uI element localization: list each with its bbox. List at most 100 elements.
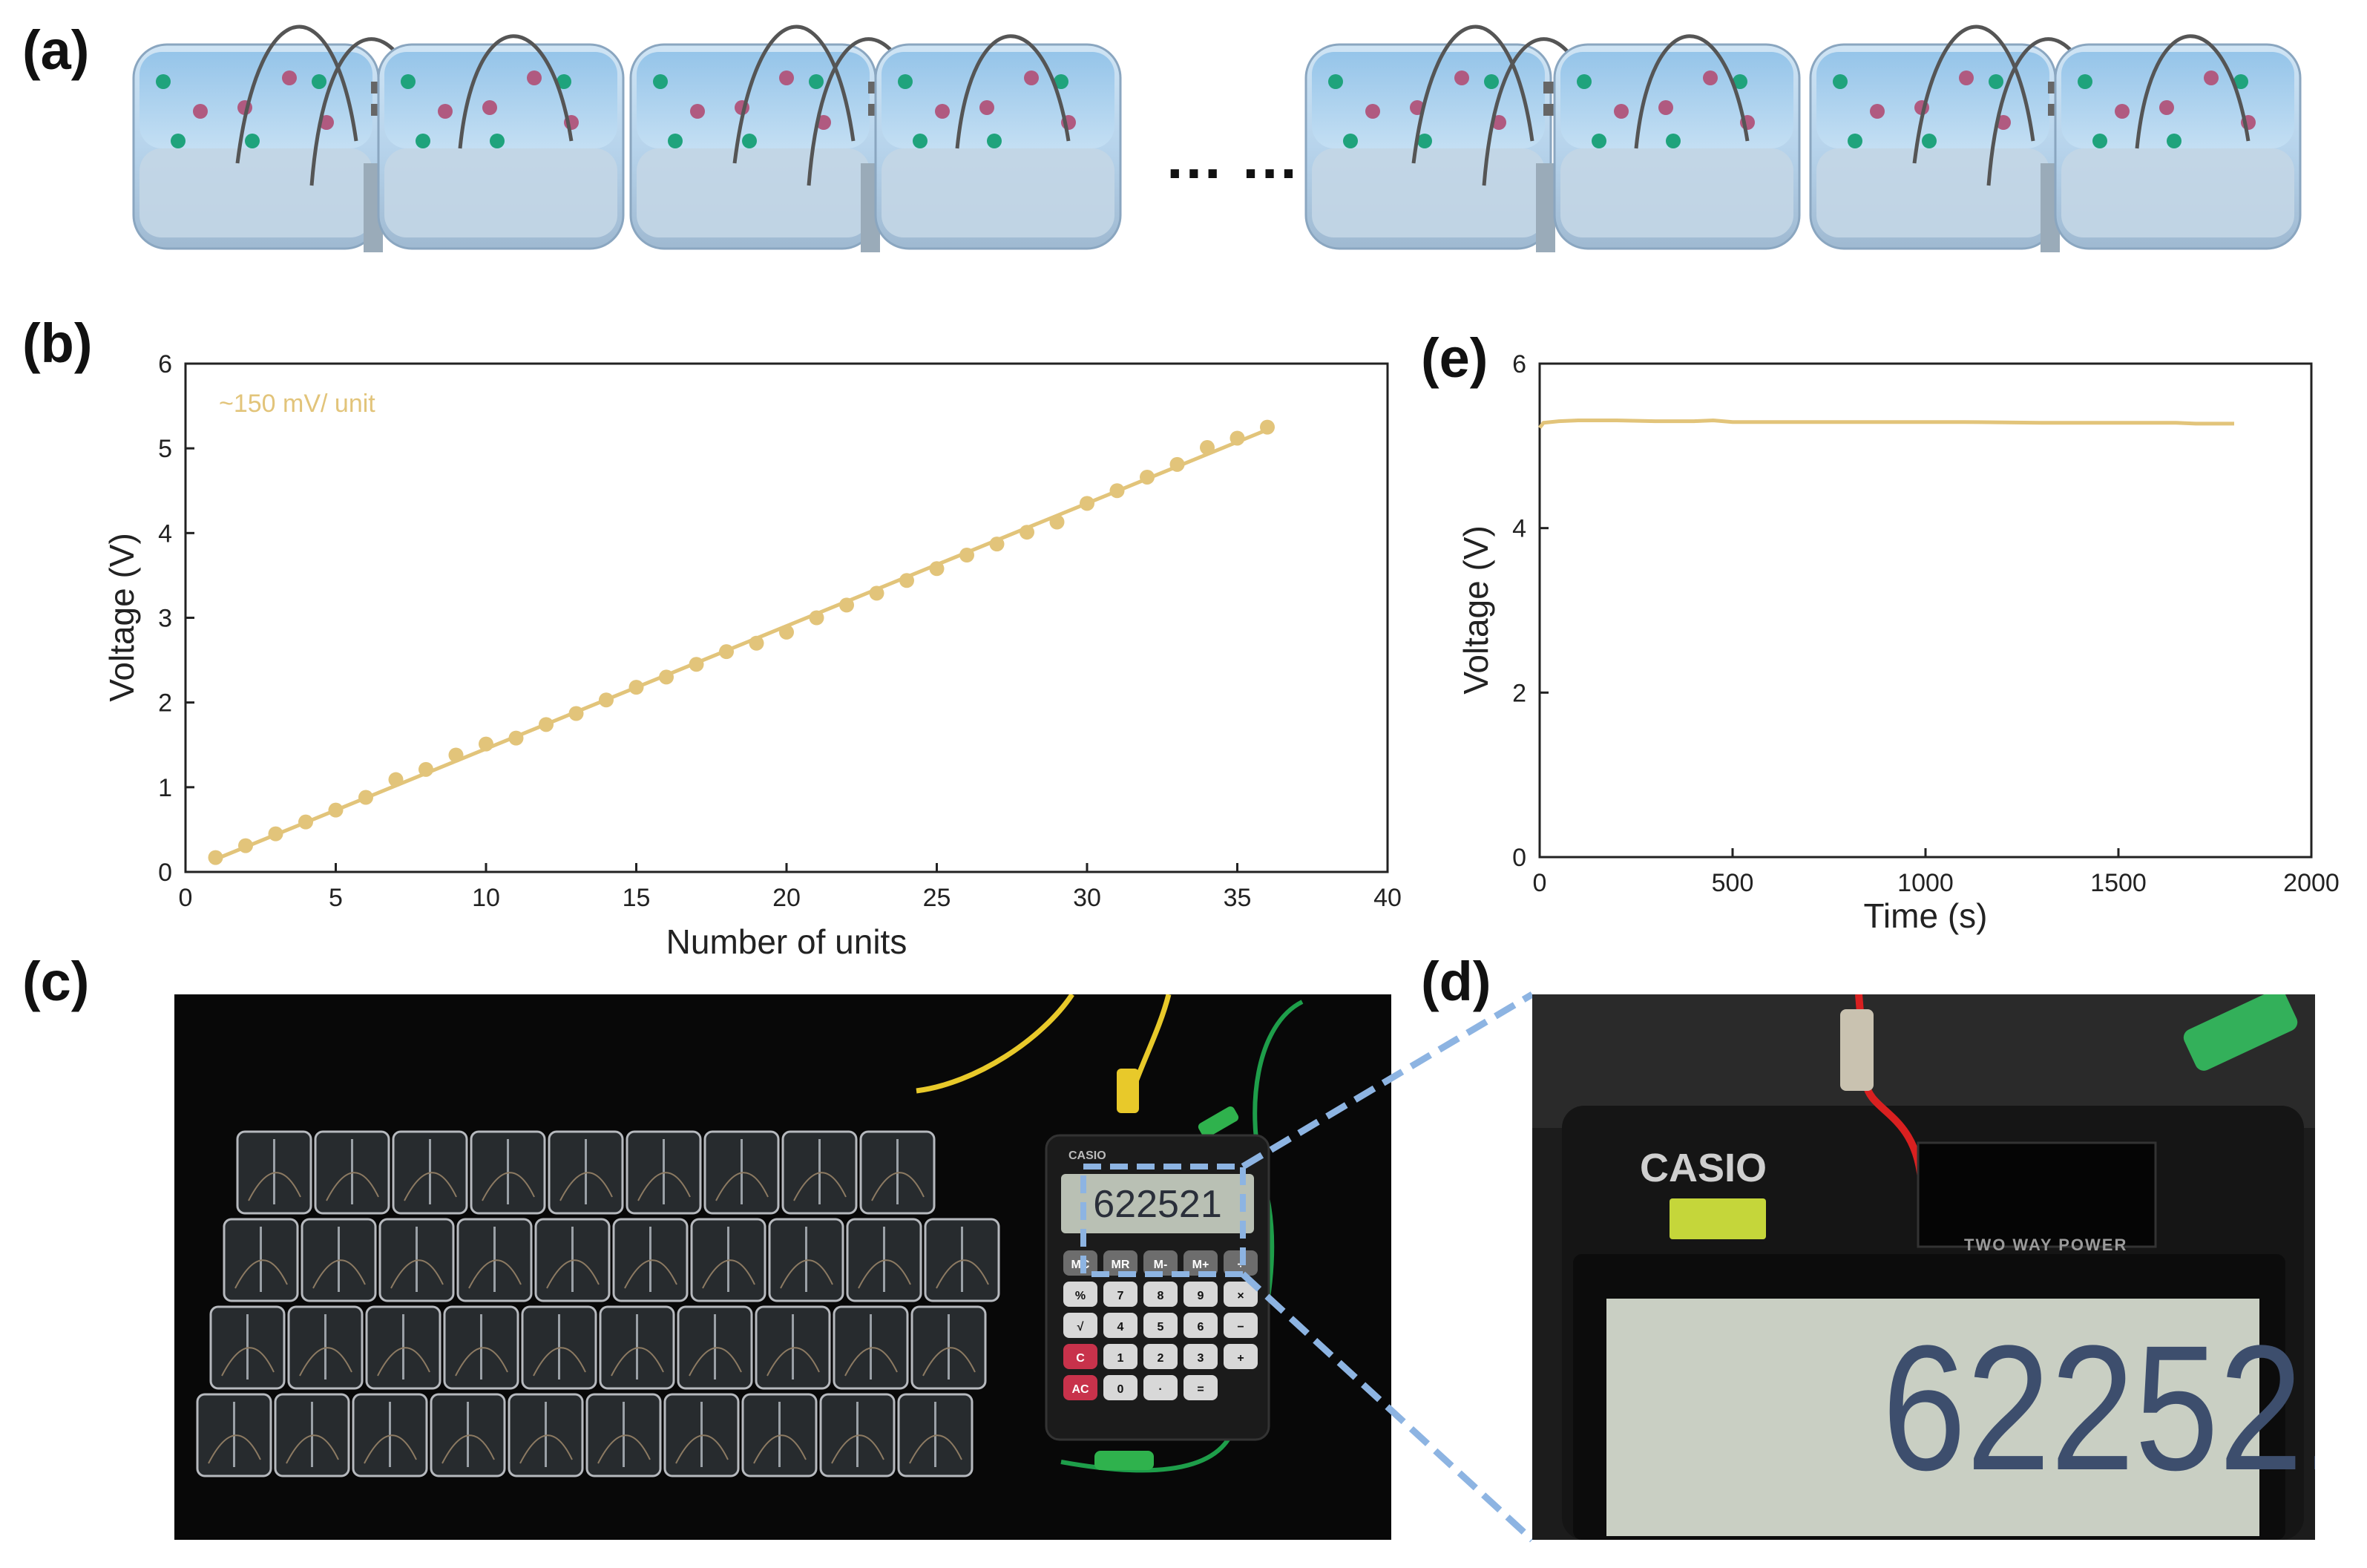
ion-particle bbox=[1454, 70, 1469, 85]
calculator-key: 1 bbox=[1103, 1344, 1137, 1369]
cell-unit bbox=[1912, 24, 2302, 250]
calculator-key: × bbox=[1224, 1282, 1258, 1307]
cell-unit bbox=[1304, 37, 1605, 252]
data-point bbox=[959, 548, 974, 563]
y-axis-label: Voltage (V) bbox=[102, 533, 141, 702]
svg-text:0: 0 bbox=[1117, 1383, 1124, 1396]
ion-particle bbox=[156, 74, 171, 89]
panel-label-a: (a) bbox=[22, 19, 90, 81]
salt-bridge bbox=[235, 24, 358, 164]
connector bbox=[1536, 163, 1555, 252]
calculator-key: 2 bbox=[1143, 1344, 1178, 1369]
tray-cell bbox=[703, 1130, 780, 1215]
alligator-clip-green-close bbox=[2183, 994, 2298, 1071]
tray-cell bbox=[626, 1130, 702, 1215]
ion-particle bbox=[1577, 74, 1592, 89]
calculator-key: = bbox=[1184, 1375, 1218, 1400]
ion-particle bbox=[416, 134, 430, 148]
tray-cell bbox=[352, 1393, 428, 1477]
salt-bridge bbox=[458, 34, 574, 149]
x-tick-label: 40 bbox=[1373, 884, 1402, 912]
svg-text:4: 4 bbox=[1117, 1321, 1124, 1334]
tray-cell bbox=[236, 1130, 312, 1215]
data-point bbox=[809, 610, 824, 626]
tray-cell bbox=[223, 1218, 299, 1302]
tray-cell bbox=[209, 1305, 286, 1390]
salt-bridge bbox=[2135, 34, 2251, 149]
data-point bbox=[1049, 514, 1065, 530]
x-tick-label: 15 bbox=[623, 884, 651, 912]
svg-text:3: 3 bbox=[1198, 1352, 1204, 1365]
panel-label-b: (b) bbox=[22, 312, 93, 374]
alligator-clip-green bbox=[1198, 1106, 1239, 1138]
ion-particle bbox=[438, 104, 453, 119]
data-point bbox=[779, 624, 794, 640]
ion-particle bbox=[1922, 134, 1937, 148]
lcd-screen bbox=[1606, 1299, 2259, 1536]
y-tick-label: 6 bbox=[158, 350, 172, 378]
ion-particle bbox=[935, 104, 950, 119]
lcd-readout: 622521 bbox=[1882, 1308, 2315, 1507]
tray-cell bbox=[768, 1218, 844, 1302]
data-point bbox=[1200, 440, 1215, 456]
calculator-closeup-photo: CASIO TWO WAY POWER 622521 bbox=[1532, 994, 2315, 1540]
svg-text:MR: MR bbox=[1112, 1259, 1130, 1271]
data-point bbox=[929, 561, 945, 577]
ion-particle bbox=[2078, 74, 2092, 89]
tray-cell bbox=[301, 1218, 377, 1302]
svg-text:√: √ bbox=[1077, 1321, 1084, 1334]
tray-cell bbox=[521, 1305, 597, 1390]
x-tick-label: 30 bbox=[1073, 884, 1101, 912]
data-point bbox=[869, 585, 884, 601]
ion-particle bbox=[809, 74, 824, 89]
calculator-key: C bbox=[1063, 1344, 1097, 1369]
data-point bbox=[749, 635, 764, 651]
ion-particle bbox=[482, 100, 497, 115]
tray-cell bbox=[392, 1130, 468, 1215]
data-point bbox=[659, 669, 674, 685]
svg-text:7: 7 bbox=[1117, 1290, 1124, 1302]
cell-unit bbox=[1809, 37, 2110, 252]
chart-annotation: ~150 mV/ unit bbox=[219, 390, 375, 418]
ion-particle bbox=[2167, 134, 2181, 148]
tray-cell bbox=[548, 1130, 624, 1215]
ion-particle bbox=[2092, 134, 2107, 148]
tray-cell bbox=[287, 1305, 364, 1390]
data-point bbox=[989, 537, 1005, 552]
tray-cell bbox=[859, 1130, 936, 1215]
tray-cell bbox=[443, 1305, 519, 1390]
tray-cell bbox=[833, 1305, 909, 1390]
svg-text:AC: AC bbox=[1071, 1383, 1089, 1396]
ion-particle bbox=[2233, 74, 2248, 89]
calculator-key: + bbox=[1224, 1344, 1258, 1369]
ion-particle bbox=[1417, 134, 1432, 148]
calculator-key: 5 bbox=[1143, 1313, 1178, 1338]
calculator-key: 6 bbox=[1184, 1313, 1218, 1338]
ion-particle bbox=[1614, 104, 1629, 119]
series-line bbox=[1538, 418, 2234, 430]
tray-cell bbox=[677, 1305, 753, 1390]
calculator-key: 3 bbox=[1184, 1344, 1218, 1369]
data-point bbox=[599, 692, 614, 708]
data-point bbox=[328, 802, 344, 818]
ion-particle bbox=[2204, 70, 2219, 85]
calculator-brand: CASIO bbox=[1068, 1149, 1106, 1162]
alligator-clip-green-bottom bbox=[1094, 1451, 1154, 1470]
ion-particle bbox=[1666, 134, 1681, 148]
svg-text:2: 2 bbox=[1158, 1352, 1164, 1365]
svg-text:+: + bbox=[1237, 1352, 1244, 1365]
svg-text:8: 8 bbox=[1158, 1290, 1164, 1302]
ion-particle bbox=[979, 100, 994, 115]
ion-particle bbox=[1989, 74, 2003, 89]
calculator-key: 8 bbox=[1143, 1282, 1178, 1307]
ion-particle bbox=[171, 134, 186, 148]
tray-cell bbox=[781, 1130, 858, 1215]
data-point bbox=[1169, 456, 1185, 472]
data-point bbox=[448, 747, 464, 763]
y-tick-label: 6 bbox=[1512, 350, 1526, 378]
cell-unit bbox=[235, 24, 625, 250]
